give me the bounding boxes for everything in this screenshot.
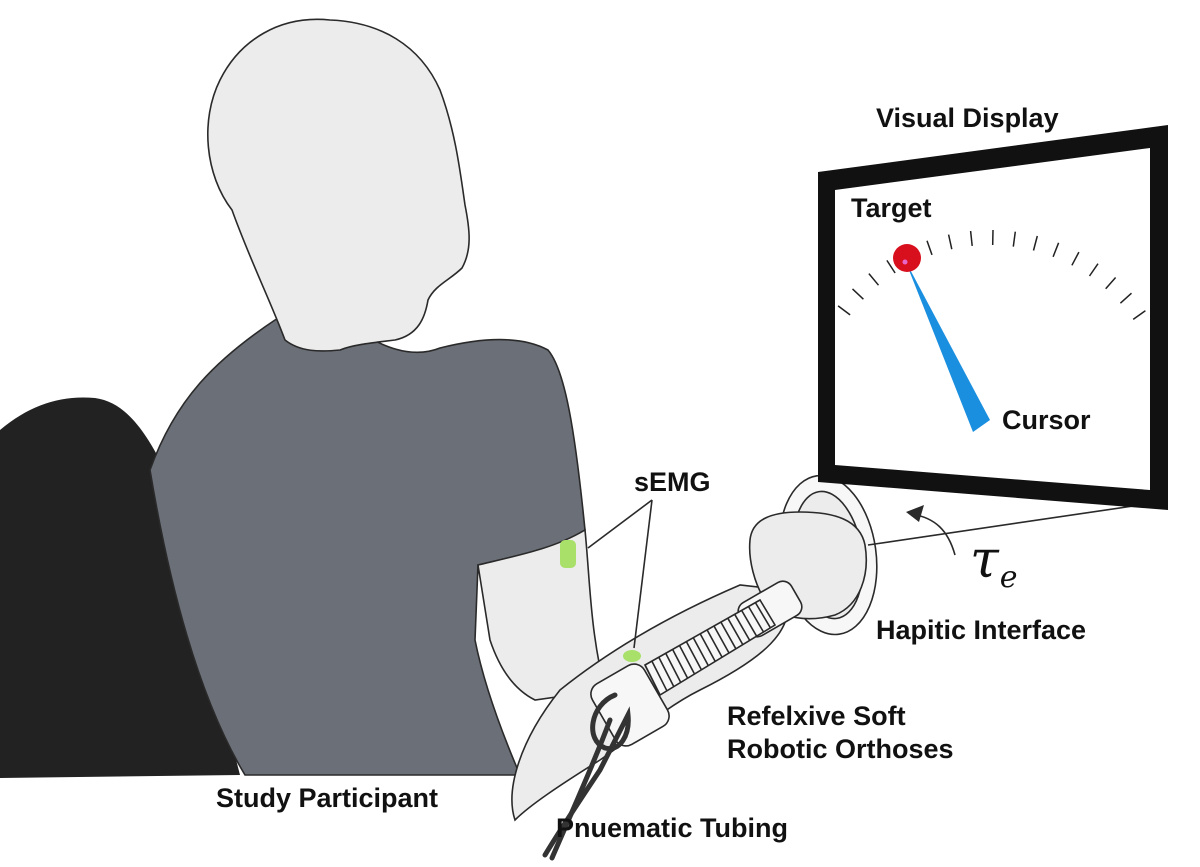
torque-label: τe bbox=[970, 530, 1017, 590]
semg-sensor-forearm bbox=[623, 650, 641, 662]
target-label: Target bbox=[851, 192, 932, 224]
haptic-interface-label: Hapitic Interface bbox=[876, 614, 1086, 646]
orthoses-label-line1: Refelxive Soft bbox=[727, 700, 906, 732]
shirt-torso bbox=[150, 309, 585, 775]
curved-arrow-head bbox=[906, 505, 924, 522]
semg-leader-2 bbox=[634, 500, 652, 648]
semg-label: sEMG bbox=[634, 466, 711, 498]
semg-leader-1 bbox=[588, 500, 652, 548]
target-dot bbox=[893, 244, 921, 272]
semg-sensor-bicep bbox=[560, 540, 576, 568]
torque-subscript: e bbox=[1000, 560, 1018, 595]
target-center bbox=[903, 260, 908, 265]
head bbox=[208, 19, 469, 351]
visual-display-label: Visual Display bbox=[876, 102, 1059, 134]
torque-symbol: τ bbox=[970, 530, 999, 590]
pneumatic-tubing-label: Pnuematic Tubing bbox=[556, 812, 788, 844]
cursor-label: Cursor bbox=[1002, 404, 1091, 436]
orthoses-label-line2: Robotic Orthoses bbox=[727, 733, 954, 765]
study-participant-label: Study Participant bbox=[216, 782, 438, 814]
